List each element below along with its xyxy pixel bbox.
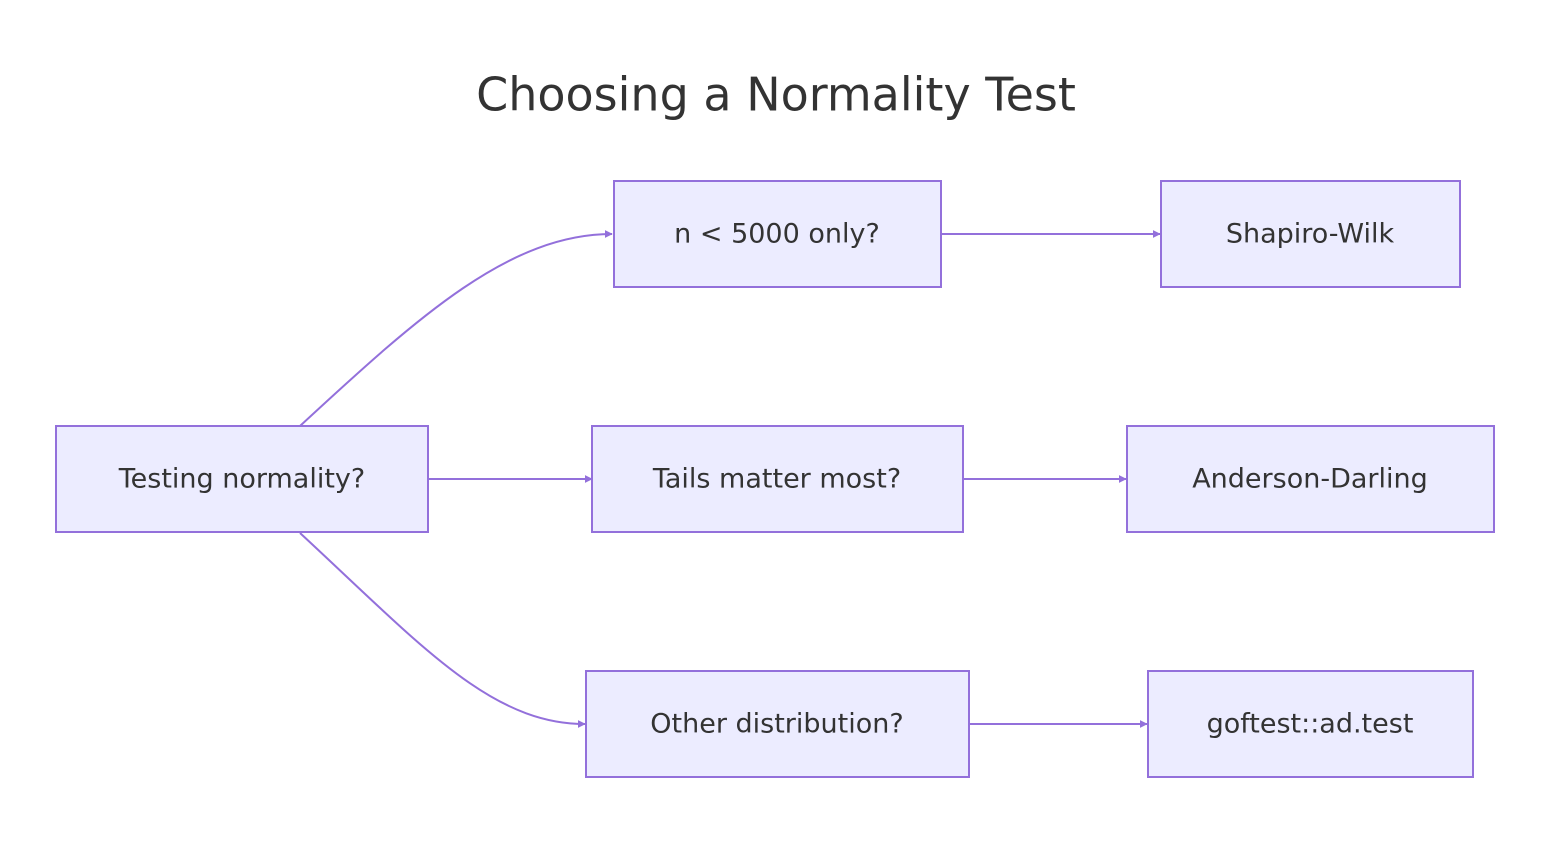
node-shapiro-wilk[interactable]: Shapiro-Wilk: [1160, 180, 1461, 288]
node-other-distribution-question[interactable]: Other distribution?: [585, 670, 970, 778]
edge-start-to-q1: [299, 230, 613, 427]
node-label: n < 5000 only?: [674, 219, 880, 250]
node-goftest-ad-test[interactable]: goftest::ad.test: [1147, 670, 1474, 778]
node-anderson-darling[interactable]: Anderson-Darling: [1126, 425, 1495, 533]
diagram-title: Choosing a Normality Test: [476, 68, 1076, 122]
edge-start-to-q3: [299, 532, 586, 728]
node-sample-size-question[interactable]: n < 5000 only?: [613, 180, 942, 288]
node-label: goftest::ad.test: [1207, 709, 1414, 740]
node-label: Shapiro-Wilk: [1226, 219, 1395, 250]
node-label: Anderson-Darling: [1192, 464, 1428, 495]
node-testing-normality[interactable]: Testing normality?: [55, 425, 429, 533]
node-label: Tails matter most?: [652, 464, 901, 495]
node-label: Testing normality?: [118, 464, 366, 495]
node-tails-question[interactable]: Tails matter most?: [591, 425, 964, 533]
node-label: Other distribution?: [650, 709, 903, 740]
